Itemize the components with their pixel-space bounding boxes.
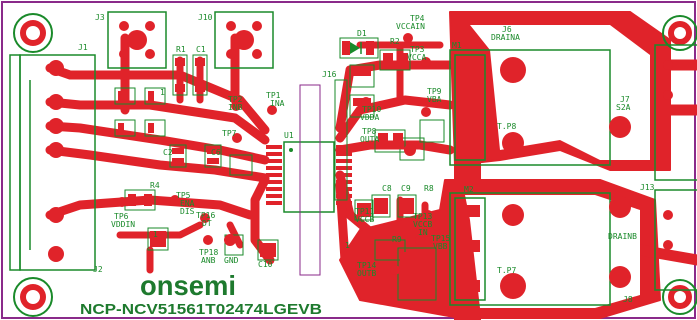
label-tp3: TP3	[410, 45, 425, 54]
label-outb: OUTB	[357, 269, 376, 278]
label-one-b: 1	[160, 88, 165, 97]
label-tp14: TP14	[357, 261, 376, 270]
label-vccb: VCCB	[355, 215, 374, 224]
label-tp6: TP6	[114, 212, 129, 221]
label-tp16: TP16	[196, 211, 215, 220]
label-anb: ANB	[201, 256, 216, 265]
label-tp5: TP5	[176, 191, 191, 200]
label-gnd: GND	[224, 256, 239, 265]
label-one-c: 1	[345, 241, 350, 250]
label-c10: C10	[258, 260, 273, 269]
connector-j1	[9, 54, 96, 271]
label-vcca: VCCA	[407, 53, 426, 62]
label-tp18: TP18	[199, 248, 218, 257]
label-j2: J2	[93, 265, 103, 274]
label-tp7: TP7	[222, 129, 237, 138]
label-tp1: TP1	[266, 91, 281, 100]
label-vccain: VCCAIN	[396, 22, 425, 31]
smd-components-right	[339, 33, 445, 301]
label-j10: J10	[198, 13, 213, 22]
label-tp2: TP2	[228, 95, 243, 104]
label-ena: ENA	[180, 199, 195, 208]
connector-j3	[107, 11, 167, 69]
label-tp-p8: T.P8	[497, 122, 516, 131]
connector-right	[609, 44, 697, 291]
board-part-label: NCP-NCV51561T02474LGEVB	[80, 301, 322, 318]
label-j13: J13	[640, 183, 655, 192]
label-r1: R1	[176, 45, 186, 54]
label-tp-p7: T.P7	[497, 266, 516, 275]
label-tp13: TP13	[413, 212, 432, 221]
label-c2: C2	[163, 148, 173, 157]
label-j7b: S2A	[616, 103, 631, 112]
label-j1: J1	[78, 43, 88, 52]
label-inb: INB	[228, 103, 243, 112]
label-c1: C1	[196, 45, 206, 54]
mosfet-m1	[449, 49, 611, 166]
label-m1: M1	[452, 41, 462, 50]
label-u1: U1	[284, 131, 294, 140]
label-dt: DT	[202, 219, 212, 228]
center-strip	[299, 84, 321, 276]
mounting-hole-bottom-left	[13, 277, 53, 317]
mounting-hole-top-right	[662, 15, 697, 51]
label-c8: C8	[382, 184, 392, 193]
label-m2: M2	[464, 185, 474, 194]
label-tp9: TP9	[427, 87, 442, 96]
label-j8: J8	[623, 295, 633, 304]
label-vccbin: VCCB	[413, 220, 432, 229]
label-one-a: 1	[153, 230, 158, 239]
label-j6b: DRAINA	[491, 33, 520, 42]
header-j16	[334, 79, 348, 201]
label-r4: R4	[150, 181, 160, 190]
mosfet-m2	[449, 192, 611, 306]
smd-components-left	[114, 54, 279, 261]
label-r9: R9	[392, 235, 402, 244]
label-j13b: DRAINB	[608, 232, 637, 241]
label-outa: OUTA	[360, 135, 379, 144]
label-vddin: VDDIN	[111, 220, 135, 229]
label-ina: INA	[270, 99, 285, 108]
ic-u1	[266, 141, 352, 213]
mounting-hole-top-left	[13, 13, 53, 53]
label-r8: R8	[424, 184, 434, 193]
label-dis: DIS	[180, 207, 195, 216]
silkscreen-labels: J3 J10 J1 J2 R1 C1 TP2 INB TP1 INA TP7 U…	[78, 13, 655, 304]
mounting-hole-bottom-right	[662, 279, 697, 315]
label-vbb: VBB	[433, 242, 448, 251]
label-j6: J6	[502, 25, 512, 34]
brand-logo: onsemi	[140, 270, 236, 301]
label-tp11: TP11	[355, 207, 374, 216]
label-in: IN	[418, 228, 428, 237]
label-tp4: TP4	[410, 14, 425, 23]
label-vba: VBA	[427, 95, 442, 104]
label-tp15: TP15	[431, 234, 450, 243]
label-c6: C6	[211, 148, 221, 157]
label-tp8: TP8	[362, 127, 377, 136]
label-j7: J7	[620, 95, 630, 104]
label-r2: R2	[390, 37, 400, 46]
label-j16: J16	[322, 70, 337, 79]
label-d1: D1	[357, 29, 367, 38]
mounting-holes	[13, 13, 697, 317]
label-tp10: TP10	[362, 105, 381, 114]
label-vdda: VDDA	[360, 113, 379, 122]
connector-pads-left	[48, 60, 64, 262]
connector-j10	[214, 11, 274, 69]
label-j3: J3	[95, 13, 105, 22]
label-c9: C9	[401, 184, 411, 193]
